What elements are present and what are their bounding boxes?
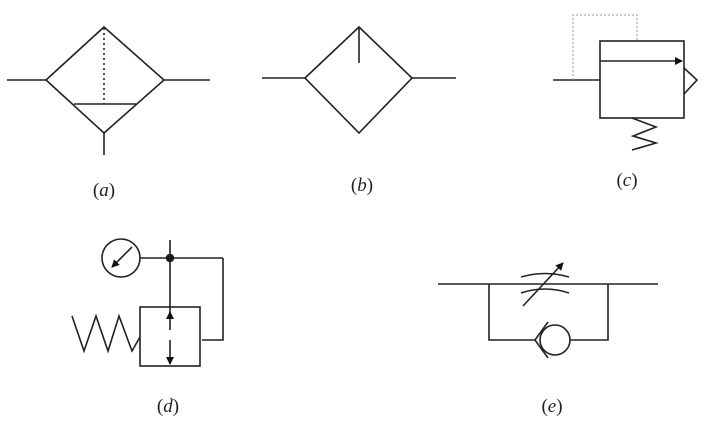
- label-e-close: ): [556, 396, 563, 417]
- symbol-b-lubricator: [262, 25, 456, 135]
- label-a-letter: a: [99, 180, 109, 201]
- label-e: (e): [541, 396, 562, 418]
- label-b: (b): [351, 175, 373, 197]
- label-d: (d): [157, 396, 179, 418]
- label-c-close: ): [631, 170, 638, 191]
- label-e-open: (: [541, 396, 548, 417]
- symbol-d-pressure-regulator-with-gauge: [71, 238, 224, 367]
- label-c-open: (: [616, 170, 623, 191]
- label-a-close: ): [108, 180, 116, 201]
- label-b-open: (: [350, 175, 358, 196]
- label-d-letter: d: [163, 396, 173, 417]
- label-c: (c): [616, 170, 637, 192]
- label-d-open: (: [156, 396, 164, 417]
- label-b-letter: b: [357, 175, 367, 196]
- label-a-open: (: [92, 180, 100, 201]
- label-a: (a): [93, 180, 115, 202]
- label-c-letter: c: [622, 170, 632, 191]
- label-e-letter: e: [547, 396, 557, 417]
- symbol-a-filter-with-drain: [7, 25, 210, 155]
- label-b-close: ): [366, 175, 374, 196]
- label-d-close: ): [172, 396, 180, 417]
- symbol-e-one-way-flow-control-valve: [438, 262, 658, 359]
- symbol-c-pressure-valve: [553, 14, 699, 151]
